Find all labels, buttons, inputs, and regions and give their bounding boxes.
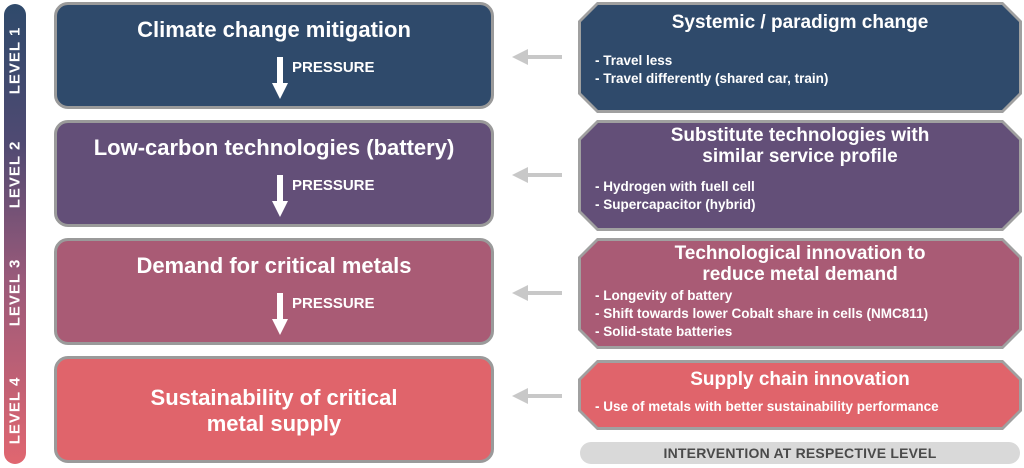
level-4-title-line1: Sustainability of critical bbox=[150, 385, 398, 410]
level-label-1: LEVEL 1 bbox=[6, 26, 24, 94]
level-1-box: Climate change mitigation PRESSURE bbox=[54, 2, 494, 109]
left-arrow-icon bbox=[512, 167, 528, 183]
left-arrow-icon bbox=[512, 49, 528, 65]
pressure-label: PRESSURE bbox=[292, 295, 375, 312]
list-item: - Hydrogen with fuell cell bbox=[595, 179, 755, 194]
level-label-2: LEVEL 2 bbox=[6, 140, 24, 208]
intervention-1-list: - Travel less - Travel differently (shar… bbox=[595, 52, 1011, 88]
list-item: - Travel differently (shared car, train) bbox=[595, 71, 829, 86]
intervention-3-list: - Longevity of battery - Shift towards l… bbox=[595, 287, 1011, 341]
list-item: - Use of metals with better sustainabili… bbox=[595, 399, 939, 414]
intervention-1-box: Systemic / paradigm change - Travel less… bbox=[581, 5, 1019, 110]
level-4-title: Sustainability of critical metal supply bbox=[57, 385, 491, 437]
list-item: - Solid-state batteries bbox=[595, 324, 733, 339]
pressure-3: PRESSURE bbox=[272, 291, 452, 341]
connector-arrow-2 bbox=[512, 167, 562, 183]
list-item: - Supercapacitor (hybrid) bbox=[595, 197, 756, 212]
connector-arrow-1 bbox=[512, 49, 562, 65]
pressure-1: PRESSURE bbox=[272, 55, 452, 105]
level-4-box: Sustainability of critical metal supply bbox=[54, 356, 494, 463]
level-bar bbox=[4, 4, 26, 464]
level-2-title: Low-carbon technologies (battery) bbox=[93, 135, 455, 160]
intervention-2-title: Substitute technologies with similar ser… bbox=[581, 125, 1019, 167]
pressure-arrow-icon bbox=[277, 57, 283, 85]
pressure-2: PRESSURE bbox=[272, 173, 452, 223]
level-3-box: Demand for critical metals PRESSURE bbox=[54, 238, 494, 345]
level-label-4: LEVEL 4 bbox=[6, 376, 24, 444]
footer-bar: INTERVENTION AT RESPECTIVE LEVEL bbox=[580, 442, 1020, 464]
intervention-1-title: Systemic / paradigm change bbox=[671, 12, 929, 33]
intervention-3-box: Technological innovation to reduce metal… bbox=[581, 241, 1019, 346]
left-arrow-icon bbox=[512, 285, 528, 301]
intervention-2-title-line2: similar service profile bbox=[702, 146, 898, 167]
intervention-4-list: - Use of metals with better sustainabili… bbox=[595, 398, 1011, 416]
left-arrow-icon bbox=[512, 388, 528, 404]
connector-arrow-3 bbox=[512, 285, 562, 301]
level-3-title: Demand for critical metals bbox=[136, 253, 412, 278]
intervention-4-box: Supply chain innovation - Use of metals … bbox=[581, 363, 1019, 427]
level-label-3: LEVEL 3 bbox=[6, 258, 24, 326]
list-item: - Longevity of battery bbox=[595, 288, 733, 303]
list-item: - Travel less bbox=[595, 53, 673, 68]
pressure-arrow-icon bbox=[277, 175, 283, 203]
intervention-2-title-line1: Substitute technologies with bbox=[670, 125, 930, 146]
intervention-3-title-line1: Technological innovation to bbox=[674, 243, 926, 264]
intervention-2-list: - Hydrogen with fuell cell - Supercapaci… bbox=[595, 178, 1011, 214]
intervention-2-box: Substitute technologies with similar ser… bbox=[581, 123, 1019, 228]
intervention-3-title-line2: reduce metal demand bbox=[702, 264, 898, 285]
pressure-arrow-icon bbox=[277, 293, 283, 321]
level-2-box: Low-carbon technologies (battery) PRESSU… bbox=[54, 120, 494, 227]
connector-arrow-4 bbox=[512, 388, 562, 404]
pressure-label: PRESSURE bbox=[292, 59, 375, 76]
level-4-title-line2: metal supply bbox=[206, 411, 342, 436]
list-item: - Shift towards lower Cobalt share in ce… bbox=[595, 306, 929, 321]
pressure-label: PRESSURE bbox=[292, 177, 375, 194]
level-1-title: Climate change mitigation bbox=[137, 17, 411, 42]
footer-label: INTERVENTION AT RESPECTIVE LEVEL bbox=[663, 445, 937, 461]
intervention-3-title: Technological innovation to reduce metal… bbox=[581, 243, 1019, 285]
intervention-4-title: Supply chain innovation bbox=[690, 369, 910, 390]
